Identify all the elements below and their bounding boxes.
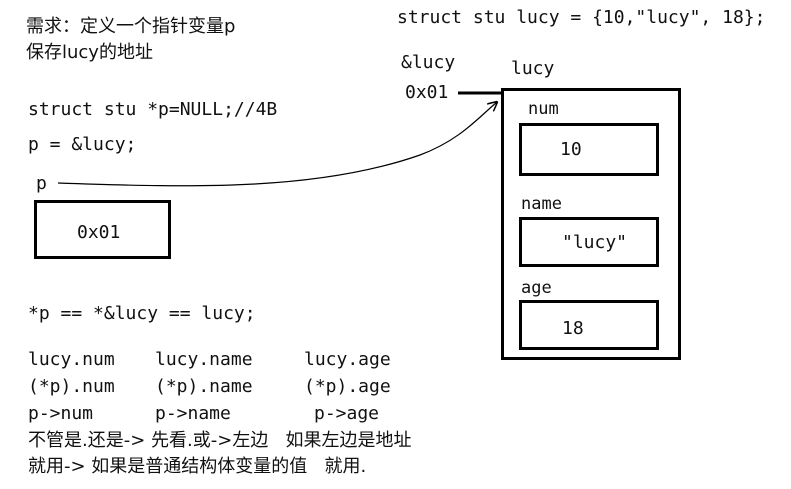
- lucy-struct-box: [501, 88, 681, 360]
- access-cell: p->name: [155, 403, 231, 424]
- field-box-num: 10: [519, 123, 659, 176]
- pointer-assignment: p = &lucy;: [28, 134, 137, 155]
- field-value-num: 10: [560, 139, 582, 160]
- field-label-age: age: [521, 278, 552, 298]
- access-cell: lucy.age: [304, 349, 391, 370]
- lucy-address-expr: &lucy: [401, 52, 456, 73]
- field-label-name: name: [521, 194, 562, 214]
- access-cell: (*p).name: [155, 376, 253, 397]
- field-value-age: 18: [562, 318, 584, 339]
- lucy-struct-label: lucy: [511, 58, 555, 79]
- rule-note-line2: 就用-> 如果是普通结构体变量的值 就用.: [28, 456, 367, 477]
- access-cell: p->num: [28, 403, 94, 424]
- pointer-name-label: p: [36, 173, 47, 194]
- struct-initializer: struct stu lucy = {10,"lucy", 18};: [397, 7, 766, 28]
- access-cell: lucy.name: [155, 349, 253, 370]
- lucy-address-value: 0x01: [405, 82, 449, 103]
- access-cell: (*p).num: [28, 376, 115, 397]
- field-value-name: "lucy": [562, 232, 628, 253]
- access-cell: (*p).age: [304, 376, 391, 397]
- field-label-num: num: [528, 99, 559, 119]
- requirement-subtitle: 保存lucy的地址: [26, 42, 153, 63]
- pointer-value: 0x01: [77, 222, 121, 243]
- pointer-declaration: struct stu *p=NULL;//4B: [28, 99, 278, 120]
- equivalence-statement: *p == *&lucy == lucy;: [28, 303, 256, 324]
- rule-note-line1: 不管是.还是-> 先看.或->左边 如果左边是地址: [28, 430, 412, 451]
- requirement-title: 需求：定义一个指针变量p: [26, 16, 236, 37]
- pointer-value-box: 0x01: [34, 200, 171, 259]
- access-cell: p->age: [314, 403, 380, 424]
- field-box-age: 18: [519, 300, 659, 350]
- pointer-arrow: [57, 102, 497, 187]
- access-cell: lucy.num: [28, 349, 115, 370]
- field-box-name: "lucy": [519, 217, 659, 267]
